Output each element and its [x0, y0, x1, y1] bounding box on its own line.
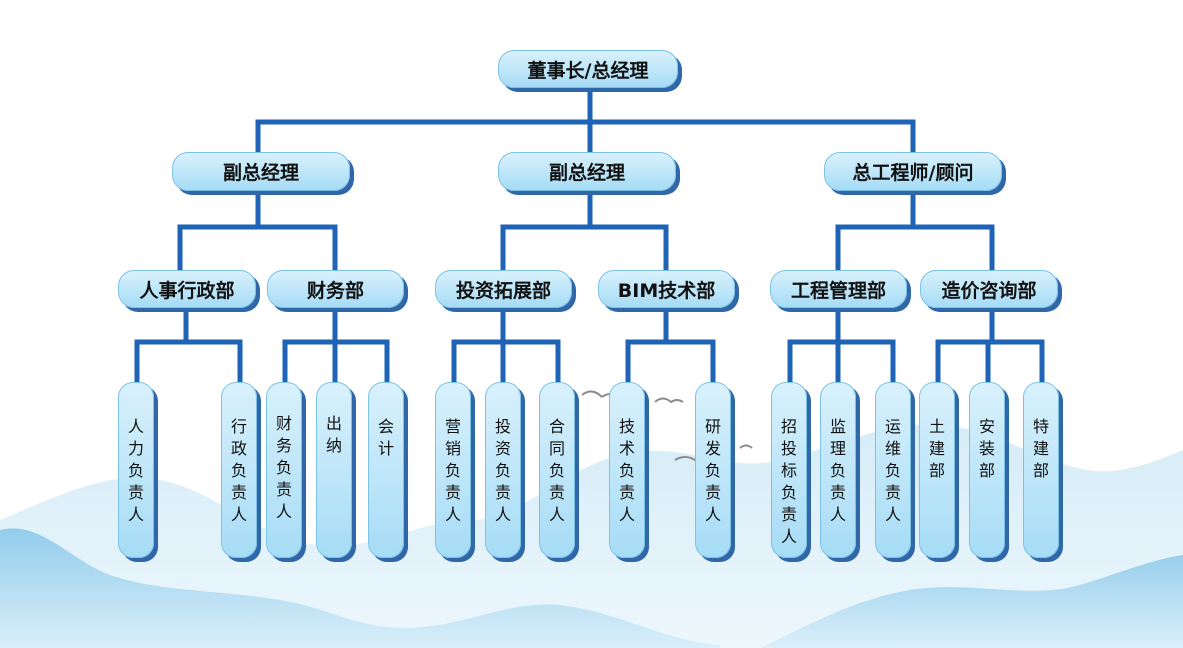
role-supervision-lead: 监理负责人: [820, 382, 856, 558]
role-label: 合同负责人: [549, 417, 566, 524]
role-special-construction-dept: 特建部: [1023, 382, 1059, 558]
dept-label: 财务部: [306, 279, 364, 302]
node-deputy-gm-left: 副总经理: [172, 152, 350, 191]
dept-cost-consulting: 造价咨询部: [920, 270, 1058, 308]
role-cashier: 出纳: [316, 382, 352, 558]
role-bidding-lead: 招投标负责人: [771, 382, 807, 558]
role-hr-lead: 人力负责人: [118, 382, 154, 558]
node-chief-engineer: 总工程师/顾问: [824, 152, 1002, 191]
role-label: 招投标负责人: [781, 417, 798, 546]
node-label: 董事长/总经理: [527, 59, 649, 82]
role-label: 监理负责人: [830, 417, 847, 524]
role-label: 出纳: [326, 414, 343, 455]
role-investment-lead: 投资负责人: [485, 382, 521, 558]
role-label: 土建部: [929, 417, 946, 480]
role-label: 投资负责人: [495, 417, 512, 524]
node-deputy-gm-center: 副总经理: [498, 152, 676, 191]
role-label: 特建部: [1033, 417, 1050, 480]
dept-label: 人事行政部: [139, 279, 235, 302]
dept-label: 投资拓展部: [455, 279, 551, 302]
role-tech-lead: 技术负责人: [609, 382, 645, 558]
role-label: 技术负责人: [619, 417, 636, 524]
role-label: 财务负责人: [276, 414, 293, 521]
dept-finance: 财务部: [267, 270, 404, 308]
role-label: 安装部: [979, 417, 996, 480]
dept-hr-admin: 人事行政部: [118, 270, 256, 308]
role-accountant: 会计: [368, 382, 404, 558]
role-installation-dept: 安装部: [969, 382, 1005, 558]
near-mountains-right: [760, 555, 1183, 648]
dept-investment: 投资拓展部: [435, 270, 572, 308]
node-chairman-gm: 董事长/总经理: [498, 50, 678, 88]
dept-bim: BIM技术部: [598, 270, 735, 308]
role-rd-lead: 研发负责人: [695, 382, 731, 558]
dept-label: BIM技术部: [617, 279, 716, 302]
role-label: 人力负责人: [128, 417, 145, 524]
role-label: 行政负责人: [231, 417, 248, 524]
dept-engineering: 工程管理部: [770, 270, 907, 308]
role-operations-lead: 运维负责人: [875, 382, 911, 558]
role-label: 研发负责人: [705, 417, 722, 524]
role-contract-lead: 合同负责人: [539, 382, 575, 558]
near-mountains: [0, 528, 720, 648]
dept-label: 工程管理部: [790, 279, 886, 302]
node-label: 副总经理: [548, 162, 625, 184]
node-label: 总工程师/顾问: [852, 162, 974, 184]
dept-label: 造价咨询部: [941, 279, 1037, 302]
role-finance-lead: 财务负责人: [266, 382, 302, 558]
role-label: 会计: [378, 417, 395, 458]
role-label: 运维负责人: [885, 417, 902, 524]
node-label: 副总经理: [222, 162, 299, 184]
role-civil-dept: 土建部: [919, 382, 955, 558]
role-admin-lead: 行政负责人: [221, 382, 257, 558]
role-label: 营销负责人: [445, 417, 462, 524]
role-marketing-lead: 营销负责人: [435, 382, 471, 558]
